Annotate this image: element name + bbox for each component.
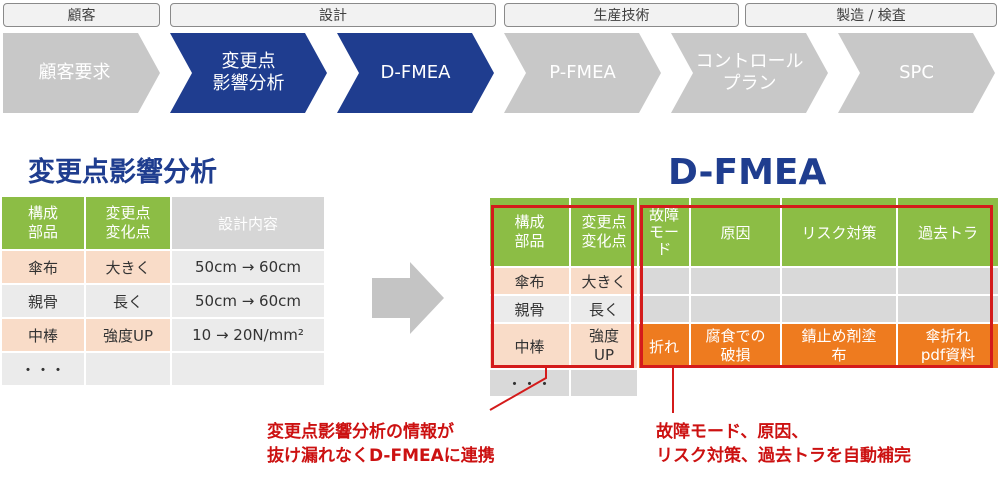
note-autofill: 故障モード、原因、 リスク対策、過去トラを自動補完: [656, 422, 911, 466]
cell: 10 → 20N/mm²: [170, 317, 326, 353]
cell: [896, 266, 1000, 296]
note-linkage: 変更点影響分析の情報が 抜け漏れなくD-FMEAに連携: [267, 422, 495, 466]
cell: 中棒: [0, 317, 86, 353]
connector-left: [489, 368, 547, 411]
cell: [637, 266, 691, 296]
cell: 50cm → 60cm: [170, 249, 326, 285]
header-component: 構成 部品: [0, 195, 86, 251]
cell: 傘布: [0, 249, 86, 285]
cell: ・・・: [488, 368, 571, 398]
cell: 親骨: [488, 294, 571, 324]
step-change-impact-analysis: 変更点 影響分析: [170, 33, 327, 113]
step-label: 変更点 影響分析: [212, 51, 285, 94]
highlight-autofill-columns: [640, 205, 993, 368]
cell: 大きく: [84, 249, 172, 285]
cell-risk-countermeasure: 錆止め剤塗 布: [780, 322, 898, 370]
step-control-plan: コントロール プラン: [671, 33, 828, 113]
left-title: 変更点影響分析: [28, 157, 217, 188]
header-cause: 原因: [689, 196, 782, 268]
change-impact-table: 構成 部品 変更点 変化点 設計内容 傘布 大きく 50cm → 60cm 親骨…: [0, 195, 326, 387]
cell-cause: 腐食での 破損: [689, 322, 782, 370]
cell: [780, 368, 898, 398]
highlight-linked-columns: [491, 205, 634, 368]
step-customer-requirements: 顧客要求: [3, 33, 160, 113]
cell-past-trouble: 傘折れ pdf資料: [896, 322, 1000, 370]
header-change-point: 変更点 変化点: [84, 195, 172, 251]
cell: 長く: [569, 294, 639, 324]
cell: [569, 368, 639, 398]
flow-arrow-icon: [372, 262, 444, 334]
step-label: 顧客要求: [38, 62, 111, 83]
header-risk-countermeasure: リスク対策: [780, 196, 898, 268]
cell-failure-mode: 折れ: [637, 322, 691, 370]
header-failure-mode: 故障 モー ド: [637, 196, 691, 268]
cell: [689, 294, 782, 324]
cell: [689, 266, 782, 296]
step-label: P-FMEA: [549, 62, 616, 83]
header-design-content: 設計内容: [170, 195, 326, 251]
step-d-fmea: D-FMEA: [337, 33, 494, 113]
cell: 50cm → 60cm: [170, 283, 326, 319]
step-spc: SPC: [838, 33, 995, 113]
phase-design: 設計: [170, 3, 496, 27]
step-label: D-FMEA: [380, 62, 451, 83]
cell: 傘布: [488, 266, 571, 296]
right-title: D-FMEA: [668, 152, 827, 193]
step-label: SPC: [899, 62, 934, 83]
cell: 中棒: [488, 322, 571, 370]
cell: [780, 294, 898, 324]
cell: 長く: [84, 283, 172, 319]
header-past-trouble: 過去トラ: [896, 196, 1000, 268]
phase-manufacturing-inspection: 製造 / 検査: [745, 3, 997, 27]
cell: 強度 UP: [569, 322, 639, 370]
phase-production-engineering: 生産技術: [504, 3, 739, 27]
cell: 大きく: [569, 266, 639, 296]
cell: 親骨: [0, 283, 86, 319]
cell: [170, 351, 326, 387]
cell: 強度UP: [84, 317, 172, 353]
cell: [637, 294, 691, 324]
header-component: 構成 部品: [488, 196, 571, 268]
cell: [689, 368, 782, 398]
cell: [896, 368, 1000, 398]
header-change-point: 変更点 変化点: [569, 196, 639, 268]
cell: [637, 368, 691, 398]
step-label: コントロール プラン: [695, 51, 804, 94]
cell: [780, 266, 898, 296]
d-fmea-table: 構成 部品 変更点 変化点 故障 モー ド 原因 リスク対策 過去トラ 傘布 大…: [488, 196, 1000, 398]
cell: [896, 294, 1000, 324]
cell: [84, 351, 172, 387]
step-p-fmea: P-FMEA: [504, 33, 661, 113]
cell: ・・・: [0, 351, 86, 387]
phase-customer: 顧客: [3, 3, 160, 27]
